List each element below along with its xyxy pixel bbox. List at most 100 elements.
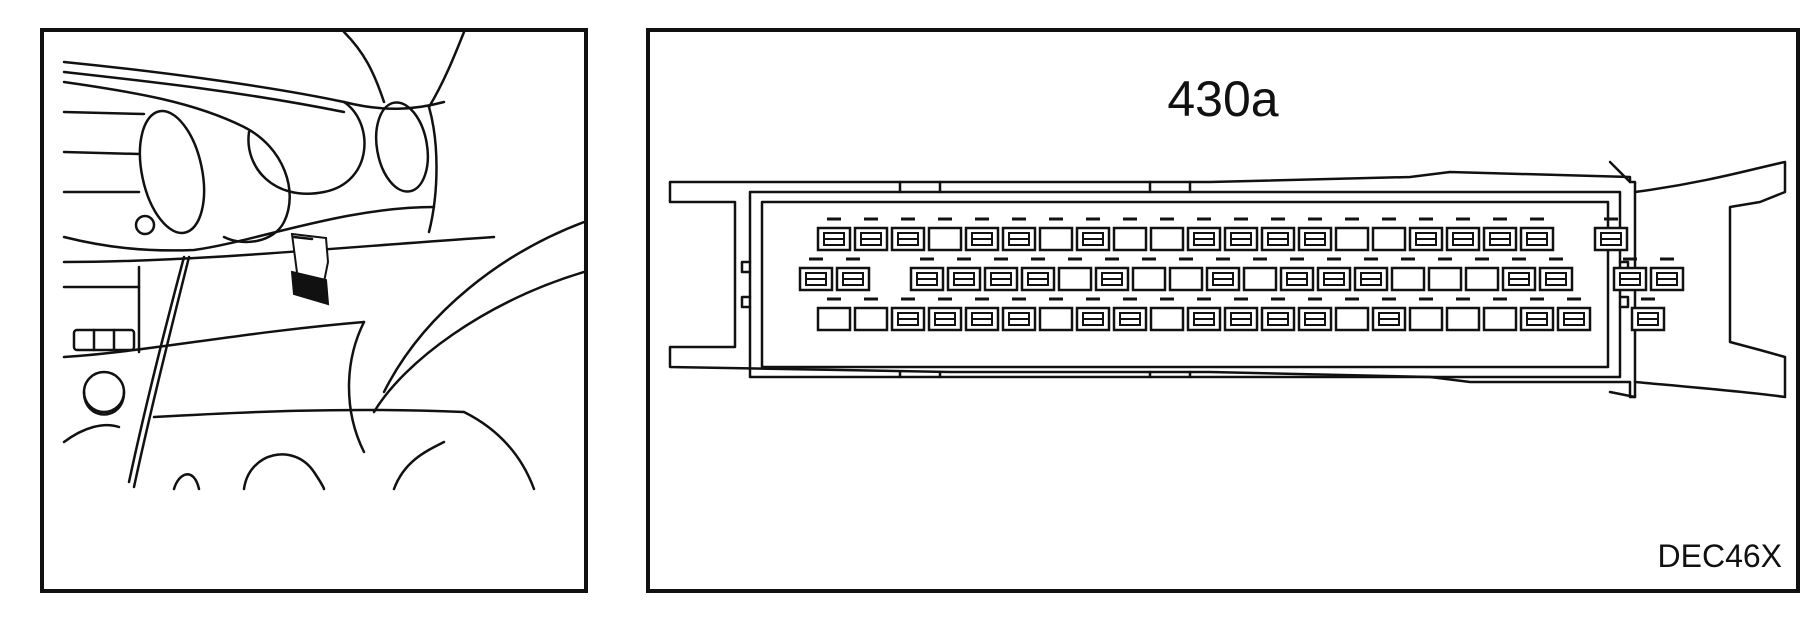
- pin-cavity: [1223, 217, 1259, 252]
- pin-cavity: [909, 257, 945, 292]
- gauge-left: [138, 109, 206, 235]
- pin-cavity: [1445, 297, 1481, 332]
- figure-code: DEC46X: [1657, 538, 1783, 574]
- pin-cavity: [890, 297, 926, 332]
- pin-cavity: [853, 297, 889, 332]
- pin-cavity: [1501, 257, 1537, 292]
- console-line: [62, 423, 121, 444]
- pin-cavity: [798, 257, 834, 292]
- pin-cavity: [1371, 217, 1407, 252]
- key-left-2: [740, 295, 752, 309]
- pin-cavity: [1649, 257, 1685, 292]
- dash-top-line: [62, 60, 346, 104]
- pin-cavity: [1297, 297, 1333, 332]
- stack-line-1: [62, 110, 146, 116]
- pin-cavity: [1353, 257, 1389, 292]
- gauge-right: [374, 101, 430, 193]
- steering-wheel-inner: [372, 270, 584, 414]
- dash-low-line: [62, 320, 366, 359]
- connector-diagram-panel: 430a DEC46X: [646, 28, 1800, 593]
- connector-label: 430a: [1167, 71, 1279, 127]
- pedal-right: [242, 453, 326, 491]
- windshield-line-2: [427, 32, 466, 109]
- dash-lower-line: [62, 235, 496, 264]
- pin-cavity: [1149, 297, 1185, 332]
- pin-cavity: [1075, 217, 1111, 252]
- connector-face-drawing: [668, 160, 1787, 399]
- pin-cavity: [1112, 297, 1148, 332]
- pin-cavity: [816, 297, 852, 332]
- pin-cavity: [1334, 297, 1370, 332]
- body-flange-bottom: [1608, 390, 1637, 399]
- connector-body-outline: [668, 170, 1637, 399]
- gauge-hood-inner: [247, 100, 366, 195]
- pin-cavity: [835, 257, 871, 292]
- key-left-1: [740, 260, 752, 274]
- control-unit-tab: [292, 235, 314, 241]
- switch-bank: [72, 328, 136, 352]
- pin-cavity: [1075, 297, 1111, 332]
- pin-cavity: [927, 297, 963, 332]
- dash-top-line-2: [62, 70, 346, 114]
- pin-cavity: [1057, 257, 1093, 292]
- pin-cavity: [927, 217, 963, 252]
- pin-cavity: [1149, 217, 1185, 252]
- pin-cavity: [1020, 257, 1056, 292]
- pin-cavity: [964, 217, 1000, 252]
- pin-cavity: [1279, 257, 1315, 292]
- pin-cavity: [1038, 217, 1074, 252]
- gauge-knob: [134, 214, 156, 236]
- pin-cavity: [983, 257, 1019, 292]
- body-flange-top: [1608, 160, 1632, 184]
- pin-rows: [798, 217, 1685, 332]
- control-unit-harness: [290, 270, 330, 306]
- stack-line-2: [62, 150, 141, 156]
- pin-cavity: [1205, 257, 1241, 292]
- pin-cavity: [1297, 217, 1333, 252]
- pin-cavity: [946, 257, 982, 292]
- pin-cavity: [1112, 217, 1148, 252]
- pin-cavity: [1408, 297, 1444, 332]
- lower-trim-line: [462, 410, 536, 491]
- pin-cavity: [1334, 217, 1370, 252]
- pin-cavity: [1464, 257, 1500, 292]
- knee-panel-edge: [347, 320, 366, 454]
- pin-cavity: [1371, 297, 1407, 332]
- pin-cavity: [1131, 257, 1167, 292]
- pin-cavity: [1556, 297, 1592, 332]
- latch-right: [1633, 160, 1787, 399]
- pedal-left: [172, 473, 201, 491]
- pin-cavity: [1223, 297, 1259, 332]
- steering-wheel-outer: [382, 220, 584, 394]
- dash-right-edge: [427, 105, 438, 234]
- pin-cavity: [1260, 297, 1296, 332]
- pin-cavity: [1519, 217, 1555, 252]
- pin-cavity: [1001, 217, 1037, 252]
- column-line-left: [127, 255, 186, 484]
- pin-cavity: [1630, 297, 1666, 332]
- pin-cavity: [1001, 297, 1037, 332]
- pin-cavity: [1242, 257, 1278, 292]
- pin-cavity: [1538, 257, 1574, 292]
- pin-cavity: [1390, 257, 1426, 292]
- location-illustration-panel: [40, 28, 588, 593]
- pin-cavity: [1186, 297, 1222, 332]
- windshield-line-1: [342, 32, 386, 104]
- dashboard-line-drawing: [62, 32, 584, 491]
- pin-cavity: [1186, 217, 1222, 252]
- knee-bolster-line: [152, 408, 466, 419]
- gauge-hood-outline: [62, 80, 291, 244]
- pin-cavity: [1038, 297, 1074, 332]
- floor-line: [392, 440, 446, 491]
- key-right-2: [1618, 295, 1630, 309]
- pin-cavity: [1316, 257, 1352, 292]
- pin-cavity: [1482, 217, 1518, 252]
- pin-cavity: [1408, 217, 1444, 252]
- pin-cavity: [1593, 217, 1629, 252]
- pin-cavity: [1612, 257, 1648, 292]
- pin-housing-inner: [760, 200, 1610, 369]
- pin-cavity: [1260, 217, 1296, 252]
- pin-cavity: [853, 217, 889, 252]
- pin-cavity: [1427, 257, 1463, 292]
- shift-boot: [82, 390, 126, 416]
